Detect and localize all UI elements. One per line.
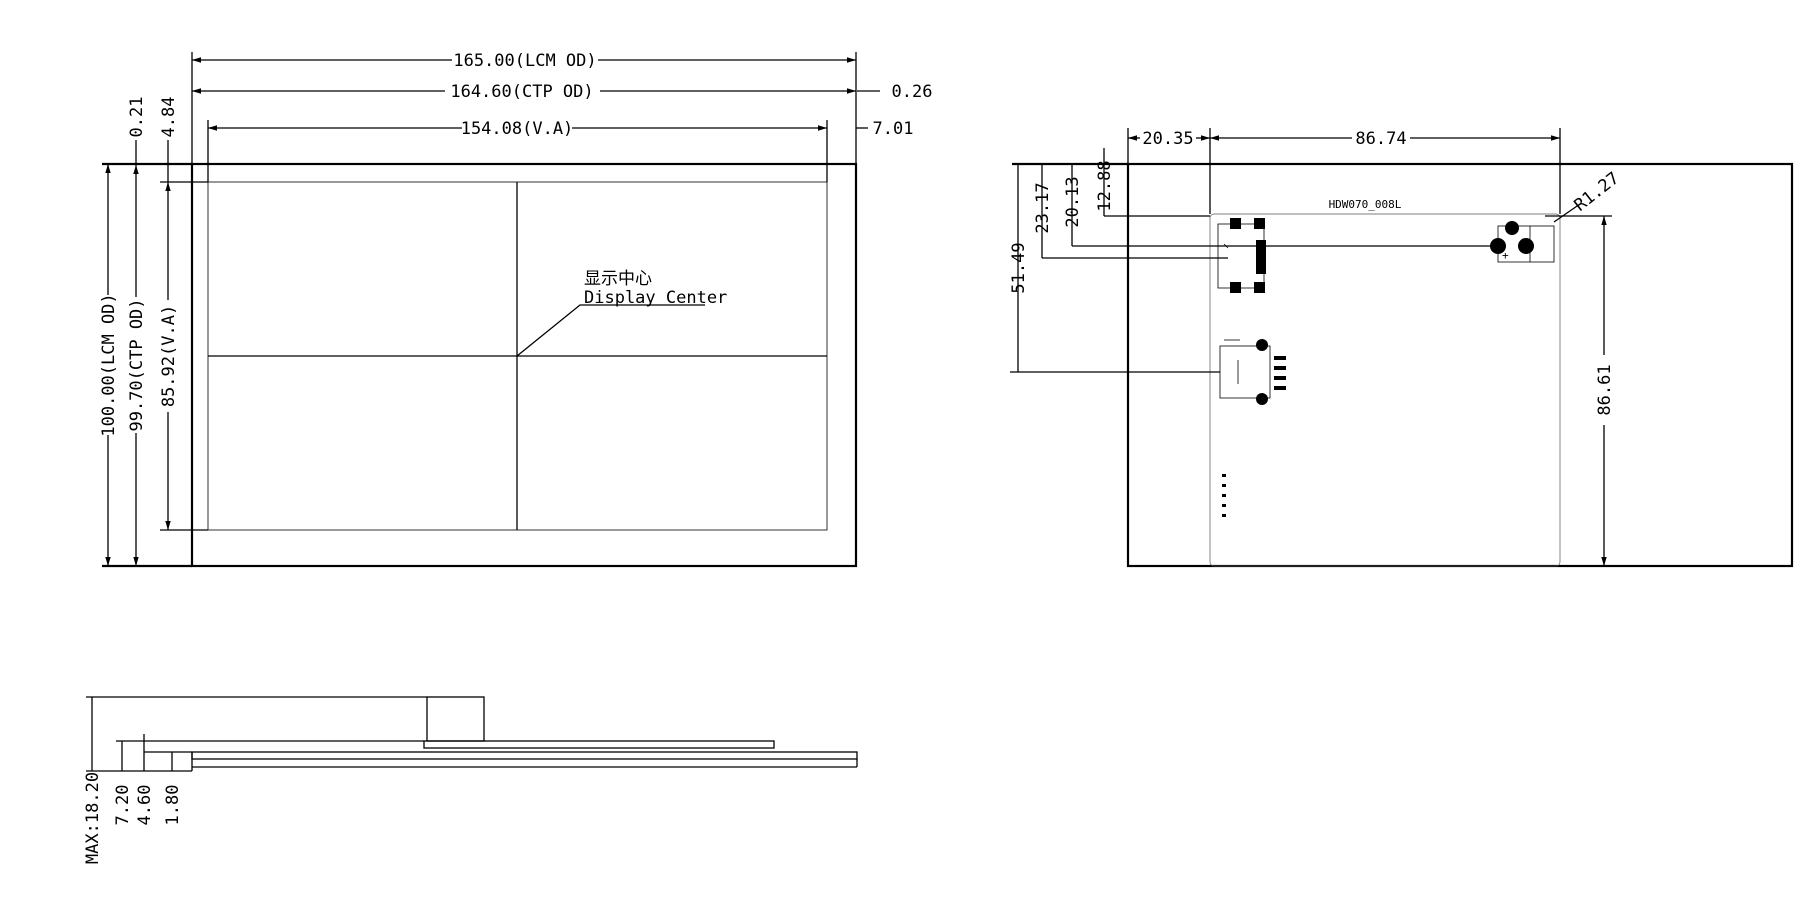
dim-1-80-label: 1.80	[163, 785, 183, 826]
fpc-connector-2: +	[1490, 221, 1555, 263]
pcb-width-label: 86.74	[1355, 129, 1406, 149]
center-leader	[516, 304, 705, 357]
svg-text:+: +	[1502, 249, 1509, 262]
rear-view: HDW070_008L 20.35 86.74 12.88 20.13 23.1…	[1009, 128, 1794, 568]
test-pads	[1222, 474, 1226, 517]
display-center-en-label: Display Center	[584, 288, 727, 308]
lcm-outline	[190, 162, 858, 568]
va-right-offset-label: 7.01	[873, 119, 914, 139]
lcm-height-label: 100.00(LCM OD)	[99, 293, 119, 436]
top-offset-va-label: 4.84	[159, 97, 179, 138]
dim-7-20-label: 7.20	[113, 785, 133, 826]
fpc-connector-1	[1217, 218, 1266, 293]
radius-leader	[1553, 203, 1581, 223]
radius-label: R1.27	[1571, 168, 1624, 215]
dim-4-60-label: 4.60	[135, 785, 155, 826]
dim-23-17-label: 23.17	[1033, 182, 1053, 233]
dim-51-49-label: 51.49	[1009, 242, 1029, 293]
display-center-cn-label: 显示中心	[584, 269, 652, 289]
lcm-width-label: 165.00(LCM OD)	[453, 51, 596, 71]
glass-layer	[191, 751, 858, 760]
board-label: HDW070_008L	[1329, 198, 1402, 211]
dim-20-13-label: 20.13	[1063, 176, 1083, 227]
pcb-outline	[1209, 213, 1561, 567]
backlight-layer	[423, 740, 775, 749]
va-height-label: 85.92(V.A)	[159, 305, 179, 407]
ctp-right-offset-label: 0.26	[892, 82, 933, 102]
fpc-connector-3	[1219, 339, 1286, 405]
component-block	[426, 696, 485, 742]
side-view: MAX:18.20 7.20 4.60 1.80	[83, 696, 858, 864]
dim-12-88-label: 12.88	[1095, 160, 1115, 211]
front-view: 显示中心 Display Center 165.00(LCM OD) 164.6…	[99, 51, 933, 568]
ctp-width-label: 164.60(CTP OD)	[450, 82, 593, 102]
left-offset-label: 20.35	[1142, 129, 1193, 149]
ctp-height-label: 99.70(CTP OD)	[127, 298, 147, 431]
pcb-height-label: 86.61	[1595, 364, 1615, 415]
top-offset-ctp-label: 0.21	[127, 97, 147, 138]
max-thickness-label: MAX:18.20	[83, 772, 103, 864]
va-width-label: 154.08(V.A)	[461, 119, 574, 139]
